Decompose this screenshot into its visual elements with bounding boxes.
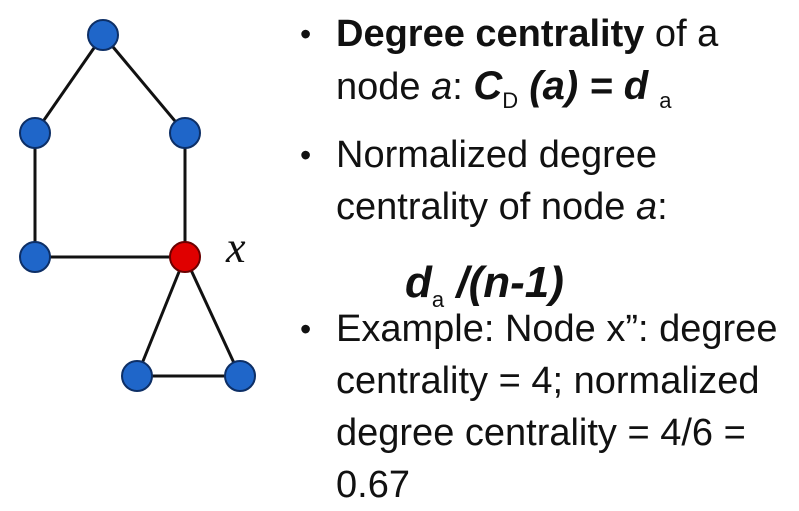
edge-top-left xyxy=(33,34,105,134)
node-x-label: x xyxy=(226,223,246,272)
bullet-dot: • xyxy=(300,137,312,173)
example-text: Example: Node x”: degree centrality = 4;… xyxy=(336,308,778,506)
formula-c: C xyxy=(473,64,503,108)
formula-divide: /(n-1) xyxy=(444,258,564,307)
bullet-example: • Example: Node x”: degree centrality = … xyxy=(300,303,795,511)
degree-formula: CD (a) = d a xyxy=(473,64,671,113)
node-top xyxy=(87,19,119,51)
edge-x-bottom-left xyxy=(135,256,187,377)
node-x xyxy=(169,241,201,273)
bullet-degree-centrality: • Degree centrality of a node a: CD (a) … xyxy=(300,8,795,127)
node-upper-left xyxy=(19,117,51,149)
edge-top-right xyxy=(101,34,187,134)
graph-edges xyxy=(33,34,242,378)
node-lower-left xyxy=(19,241,51,273)
variable-a: a xyxy=(635,186,658,228)
formula-sub-a: a xyxy=(431,286,445,312)
graph-diagram xyxy=(19,19,256,392)
formula-sub-d: D xyxy=(502,88,519,113)
bullet-normalized: • Normalized degree centrality of node a… xyxy=(300,129,795,233)
normalized-formula: da /(n-1) xyxy=(405,258,564,313)
bullet-list: • Degree centrality of a node a: CD (a) … xyxy=(300,8,795,511)
bullet-dot: • xyxy=(300,311,312,347)
node-bottom-left xyxy=(121,360,153,392)
node-upper-right xyxy=(169,117,201,149)
term-degree-centrality: Degree centrality xyxy=(336,13,645,55)
edge-x-bottom-right xyxy=(183,256,242,377)
bullet-text: Normalized degree centrality of node xyxy=(336,134,658,228)
graph-nodes xyxy=(19,19,256,392)
bullet-dot: • xyxy=(300,16,312,52)
node-bottom-right xyxy=(224,360,256,392)
bullet-text: : xyxy=(657,186,668,228)
bullet-text: of a node xyxy=(336,13,719,108)
variable-a: a xyxy=(431,66,453,108)
bullet-text: : xyxy=(452,66,474,108)
formula-a-equals-d: (a) = d xyxy=(518,64,649,108)
formula-d: d xyxy=(405,258,432,307)
formula-sub-a: a xyxy=(659,88,672,113)
